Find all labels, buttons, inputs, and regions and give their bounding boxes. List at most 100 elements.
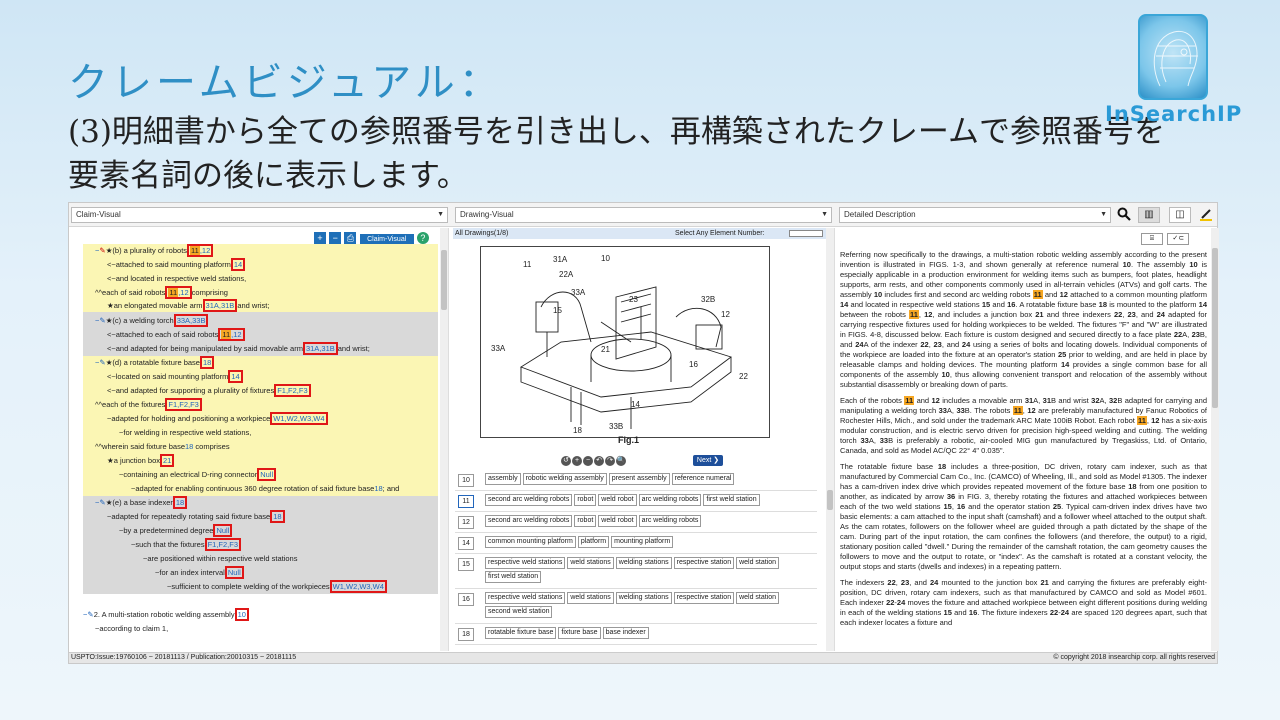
claim-line[interactable]: ~are positioned within respective weld s… [143, 554, 298, 563]
term-tag[interactable]: second arc welding robots [485, 494, 573, 506]
edit-icon[interactable]: ✎ [99, 498, 106, 507]
ref-number-box[interactable]: Null [257, 468, 277, 481]
zoom-in-icon[interactable]: + [572, 456, 582, 466]
term-tag[interactable]: first weld station [485, 571, 542, 583]
claim-line[interactable]: ~containing an electrical D-ring connect… [119, 468, 448, 481]
reset-icon[interactable]: ↺ [561, 456, 571, 466]
term-tag[interactable]: weld stations [567, 592, 614, 604]
term-tag[interactable]: respective station [673, 557, 735, 569]
collapse-toggle[interactable]: − [83, 610, 88, 619]
claim-line[interactable]: ~adapted for repeatedly rotating said fi… [107, 510, 448, 523]
search-icon[interactable] [1113, 207, 1135, 223]
term-tag[interactable]: robot [574, 494, 597, 506]
ref-number-box[interactable]: 11,12 [187, 244, 214, 257]
edit-icon[interactable]: ✎ [87, 610, 94, 619]
ref-number[interactable]: 15 [458, 558, 474, 571]
term-tag[interactable]: weld robot [598, 494, 637, 506]
ref-number[interactable]: 18 [185, 442, 194, 451]
expand-all-button[interactable]: + [314, 232, 326, 244]
ref-number-box[interactable]: Null [224, 566, 244, 579]
term-tag[interactable]: arc welding robots [638, 494, 702, 506]
term-tag[interactable]: arc welding robots [638, 515, 702, 527]
help-icon[interactable]: ? [416, 232, 429, 244]
ref-number-box[interactable]: 11,12 [165, 286, 192, 299]
collapse-all-button[interactable]: − [329, 232, 342, 244]
ref-number-box[interactable]: 18 [270, 510, 285, 523]
term-tag[interactable]: first weld station [703, 494, 760, 506]
zoom-out-icon[interactable]: − [583, 456, 593, 466]
magnify-icon[interactable]: 🔍 [616, 456, 626, 466]
ref-number-box[interactable]: 18 [172, 496, 188, 509]
collapse-toggle[interactable]: − [95, 498, 100, 507]
term-tag[interactable]: rotatable fixture base [485, 627, 557, 639]
term-tag[interactable]: present assembly [608, 473, 670, 485]
scroll-thumb[interactable] [1212, 248, 1218, 408]
ref-number[interactable]: 16 [458, 593, 474, 606]
term-tag[interactable]: welding stations [615, 557, 672, 569]
ref-number[interactable]: 10 [458, 474, 474, 487]
term-tag[interactable]: respective weld stations [485, 592, 566, 604]
claim-line[interactable]: ~sufficient to complete welding of the w… [167, 580, 448, 593]
collapse-toggle[interactable]: − [95, 246, 100, 255]
term-tag[interactable]: robot [574, 515, 597, 527]
term-tag[interactable]: respective station [673, 592, 735, 604]
collapse-toggle[interactable]: − [95, 358, 100, 367]
scroll-thumb[interactable] [441, 250, 447, 310]
term-tag[interactable]: reference numeral [671, 473, 735, 485]
edit-icon[interactable]: ✎ [99, 358, 106, 367]
ref-number-box[interactable]: F1,F2,F3 [274, 384, 311, 397]
claim-line[interactable]: ^^wherein said fixture base18 comprises [95, 440, 448, 453]
highlighter-icon[interactable] [1195, 207, 1217, 223]
claim-line[interactable]: ~according to claim 1, [95, 624, 169, 633]
claim-line[interactable]: <~and adapted for supporting a plurality… [107, 384, 448, 397]
term-tag[interactable]: base indexer [602, 627, 649, 639]
term-tag[interactable]: robotic welding assembly [522, 473, 607, 485]
claim-line[interactable]: ~for welding in respective weld stations… [119, 428, 252, 437]
term-tag[interactable]: mounting platform [611, 536, 674, 548]
term-tag[interactable]: weld station [736, 592, 780, 604]
claim-line[interactable]: −✎2. A multi-station robotic welding ass… [83, 608, 439, 621]
ref-number[interactable]: 11 [458, 495, 474, 508]
term-tag[interactable]: common mounting platform [485, 536, 576, 548]
ref-number[interactable]: 14 [458, 537, 474, 550]
scroll-thumb[interactable] [827, 490, 833, 510]
ref-number[interactable]: 12 [458, 516, 474, 529]
collapse-toggle[interactable]: − [95, 316, 100, 325]
term-tag[interactable]: weld stations [567, 557, 614, 569]
ref-number-box[interactable]: F1,F2,F3 [165, 398, 202, 411]
description-view-select[interactable]: Detailed Description ▼ [839, 207, 1111, 223]
term-tag[interactable]: platform [577, 536, 610, 548]
element-number-select[interactable] [789, 230, 823, 237]
ref-number-box[interactable]: 10 [234, 608, 249, 621]
claim-line[interactable]: <~and adapted for being manipulated by s… [107, 342, 448, 355]
claim-line[interactable]: <~and located in respective weld station… [107, 274, 247, 283]
claim-scrollbar[interactable] [440, 228, 448, 651]
term-tag[interactable]: fixture base [558, 627, 601, 639]
ref-number-box[interactable]: 11,12 [218, 328, 245, 341]
rotate-left-icon[interactable]: ↶ [594, 456, 604, 466]
three-column-layout-icon[interactable]: ▥ [1138, 207, 1160, 223]
claim-view-select[interactable]: Claim-Visual ▼ [71, 207, 448, 223]
ref-number[interactable]: 18 [458, 628, 474, 641]
term-tag[interactable]: second arc welding robots [485, 515, 573, 527]
edit-icon[interactable]: ✎ [99, 316, 106, 325]
highlight-toggle-icon[interactable]: ✓⊂ [1167, 233, 1190, 245]
ref-number-box[interactable]: 33A,33B [173, 314, 209, 327]
ref-number-box[interactable]: 31A,31B [302, 342, 338, 355]
